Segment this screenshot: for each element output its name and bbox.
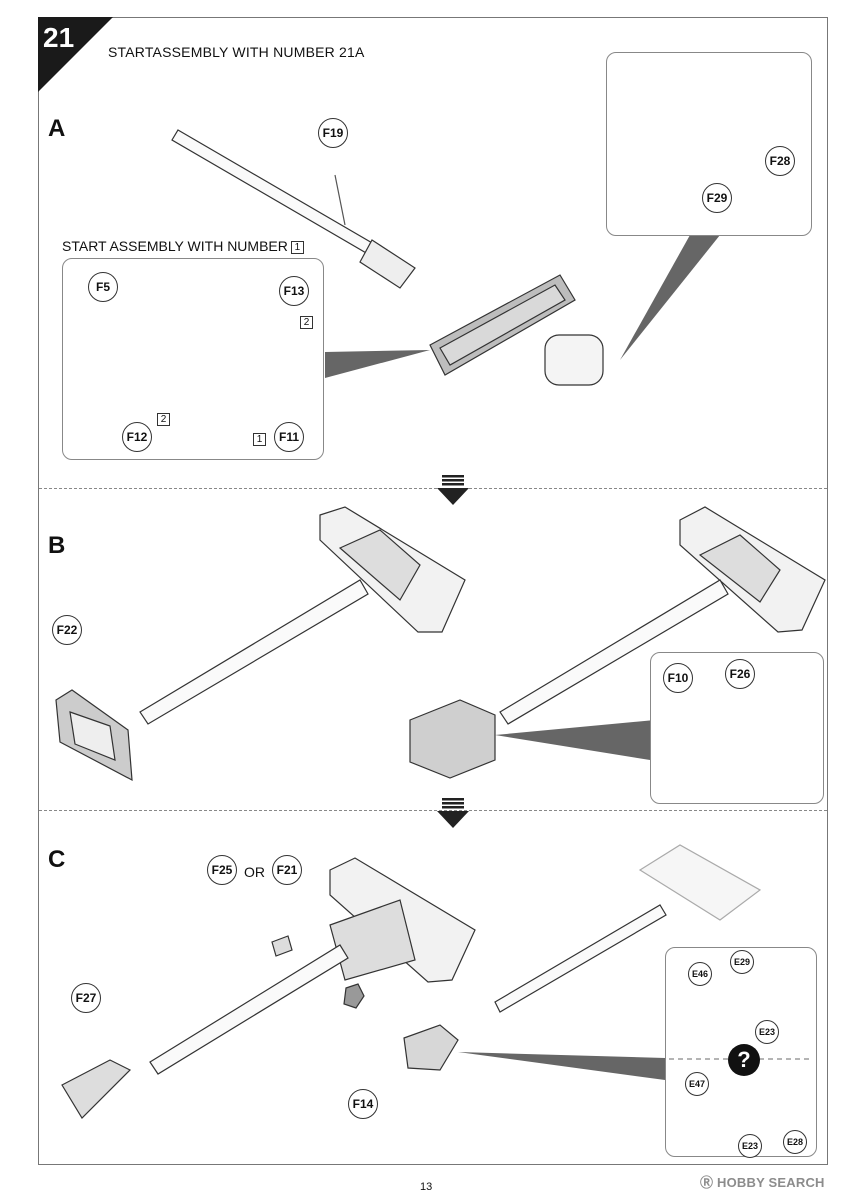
- callout-f29: F29: [702, 183, 732, 213]
- sub-assembly-text: START ASSEMBLY WITH NUMBER: [62, 238, 288, 254]
- callout-f25: F25: [207, 855, 237, 885]
- order-mark-f11: 1: [253, 433, 266, 446]
- next-step-arrow-ab: [437, 475, 469, 505]
- callout-f28: F28: [765, 146, 795, 176]
- section-divider-ab: [39, 488, 827, 489]
- next-step-arrow-bc: [437, 798, 469, 828]
- step-number: 21: [43, 22, 75, 53]
- part-f14: [343, 983, 365, 1009]
- callout-f12: F12: [122, 422, 152, 452]
- callout-f5: F5: [88, 272, 118, 302]
- section-a-label: A: [48, 115, 66, 142]
- muzzle-c: [403, 1024, 459, 1071]
- watermark-logo: Ⓡ HOBBY SEARCH: [700, 1175, 825, 1190]
- callout-e46: E46: [688, 962, 712, 986]
- callout-e29: E29: [730, 950, 754, 974]
- section-b-label: B: [48, 532, 66, 559]
- order-mark-f13: 2: [300, 316, 313, 329]
- callout-f26: F26: [725, 659, 755, 689]
- section-divider-bc: [39, 810, 827, 811]
- callout-f19: F19: [318, 118, 348, 148]
- callout-f27: F27: [71, 983, 101, 1013]
- callout-e23-bottom: E23: [738, 1134, 762, 1158]
- barrel-b2: [499, 579, 729, 725]
- callout-f21: F21: [272, 855, 302, 885]
- order-mark-f12: 2: [157, 413, 170, 426]
- barrel-c: [149, 944, 349, 1075]
- sleeve-b: [409, 699, 496, 779]
- step-badge: [38, 17, 113, 92]
- barrel-b1: [139, 579, 369, 725]
- barrel-c2: [494, 904, 667, 1013]
- sub-assembly-number: 1: [290, 240, 304, 254]
- page-number: 13: [420, 1181, 433, 1193]
- callout-f10: F10: [663, 663, 693, 693]
- step-instruction: STARTASSEMBLY WITH NUMBER 21A: [108, 44, 365, 60]
- callout-e47: E47: [685, 1072, 709, 1096]
- part-f27: [61, 1059, 132, 1119]
- callout-f13: F13: [279, 276, 309, 306]
- callout-e28: E28: [783, 1130, 807, 1154]
- question-icon: ?: [728, 1044, 760, 1076]
- or-label: OR: [244, 864, 265, 880]
- callout-f11: F11: [274, 422, 304, 452]
- callout-e23-top: E23: [755, 1020, 779, 1044]
- callout-f22: F22: [52, 615, 82, 645]
- callout-f14: F14: [348, 1089, 378, 1119]
- section-c-label: C: [48, 846, 66, 873]
- page-frame: [38, 17, 828, 1165]
